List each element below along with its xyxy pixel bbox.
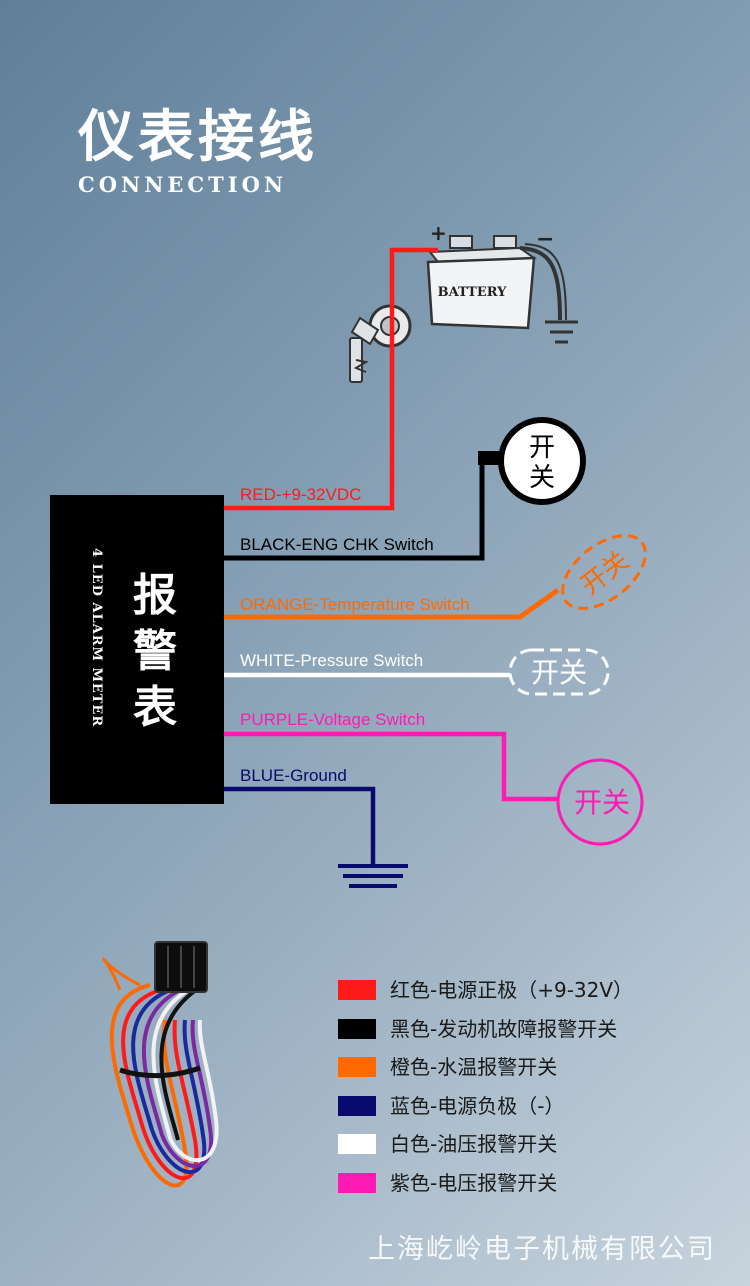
page-title: 仪表接线 [78,105,318,170]
legend-label: 橙色-水温报警开关 [390,1055,558,1080]
meter-char-1: 报 [133,570,177,621]
orange-wire [222,587,560,620]
purple-wire-label: PURPLE-Voltage Switch [240,710,425,729]
legend-label: 黑色-发动机故障报警开关 [390,1016,618,1041]
legend-label: 红色-电源正极（+9-32V） [390,978,634,1002]
ignition-key-icon [349,304,412,383]
ground-icon [338,864,408,888]
orange-wire-label: ORANGE-Temperature Switch [240,595,470,614]
white-switch-icon: 开关 [508,648,610,696]
legend-swatch [338,1057,376,1078]
blue-wire-label: BLUE-Ground [240,766,347,785]
legend-label: 白色-油压报警开关 [390,1132,558,1157]
meter-char-2: 警 [133,626,177,677]
legend-swatch [338,1134,376,1155]
black-switch-label-1: 开 [529,433,555,463]
white-switch-label: 开关 [531,656,587,689]
battery-minus: − [536,227,554,252]
legend-swatch [338,980,376,1000]
battery-plus: + [430,221,447,245]
wire-harness-image [102,941,219,1188]
battery-ground-icon [545,320,578,344]
legend-swatch [338,1095,376,1116]
page-subtitle: CONNECTION [78,172,288,197]
legend-swatch [338,1018,376,1039]
legend-swatch [338,1172,376,1193]
orange-switch-icon: 开关 [561,534,647,610]
red-wire-label: RED-+9-32VDC [240,485,361,504]
black-switch-label-2: 关 [529,463,555,493]
blue-wire [222,786,376,866]
company-name: 上海屹岭电子机械有限公司 [368,1234,716,1265]
meter-side-text: 4 LED ALARM METER [89,548,104,727]
alarm-meter-box: 4 LED ALARM METER 报 警 表 [50,495,224,804]
orange-switch-label: 开关 [576,546,635,602]
purple-wire [222,731,558,802]
legend-label: 蓝色-电源负极（-） [390,1093,565,1118]
purple-switch-label: 开关 [574,786,630,819]
red-wire [222,247,438,511]
black-switch-icon: 开 关 [498,417,586,505]
purple-switch-icon: 开关 [556,758,644,846]
legend-label: 紫色-电压报警开关 [390,1170,558,1195]
battery-label: BATTERY [438,285,508,300]
battery-icon: BATTERY + − [426,221,567,330]
white-wire-label: WHITE-Pressure Switch [240,651,423,670]
meter-char-3: 表 [133,682,177,733]
black-wire-label: BLACK-ENG CHK Switch [240,535,434,554]
